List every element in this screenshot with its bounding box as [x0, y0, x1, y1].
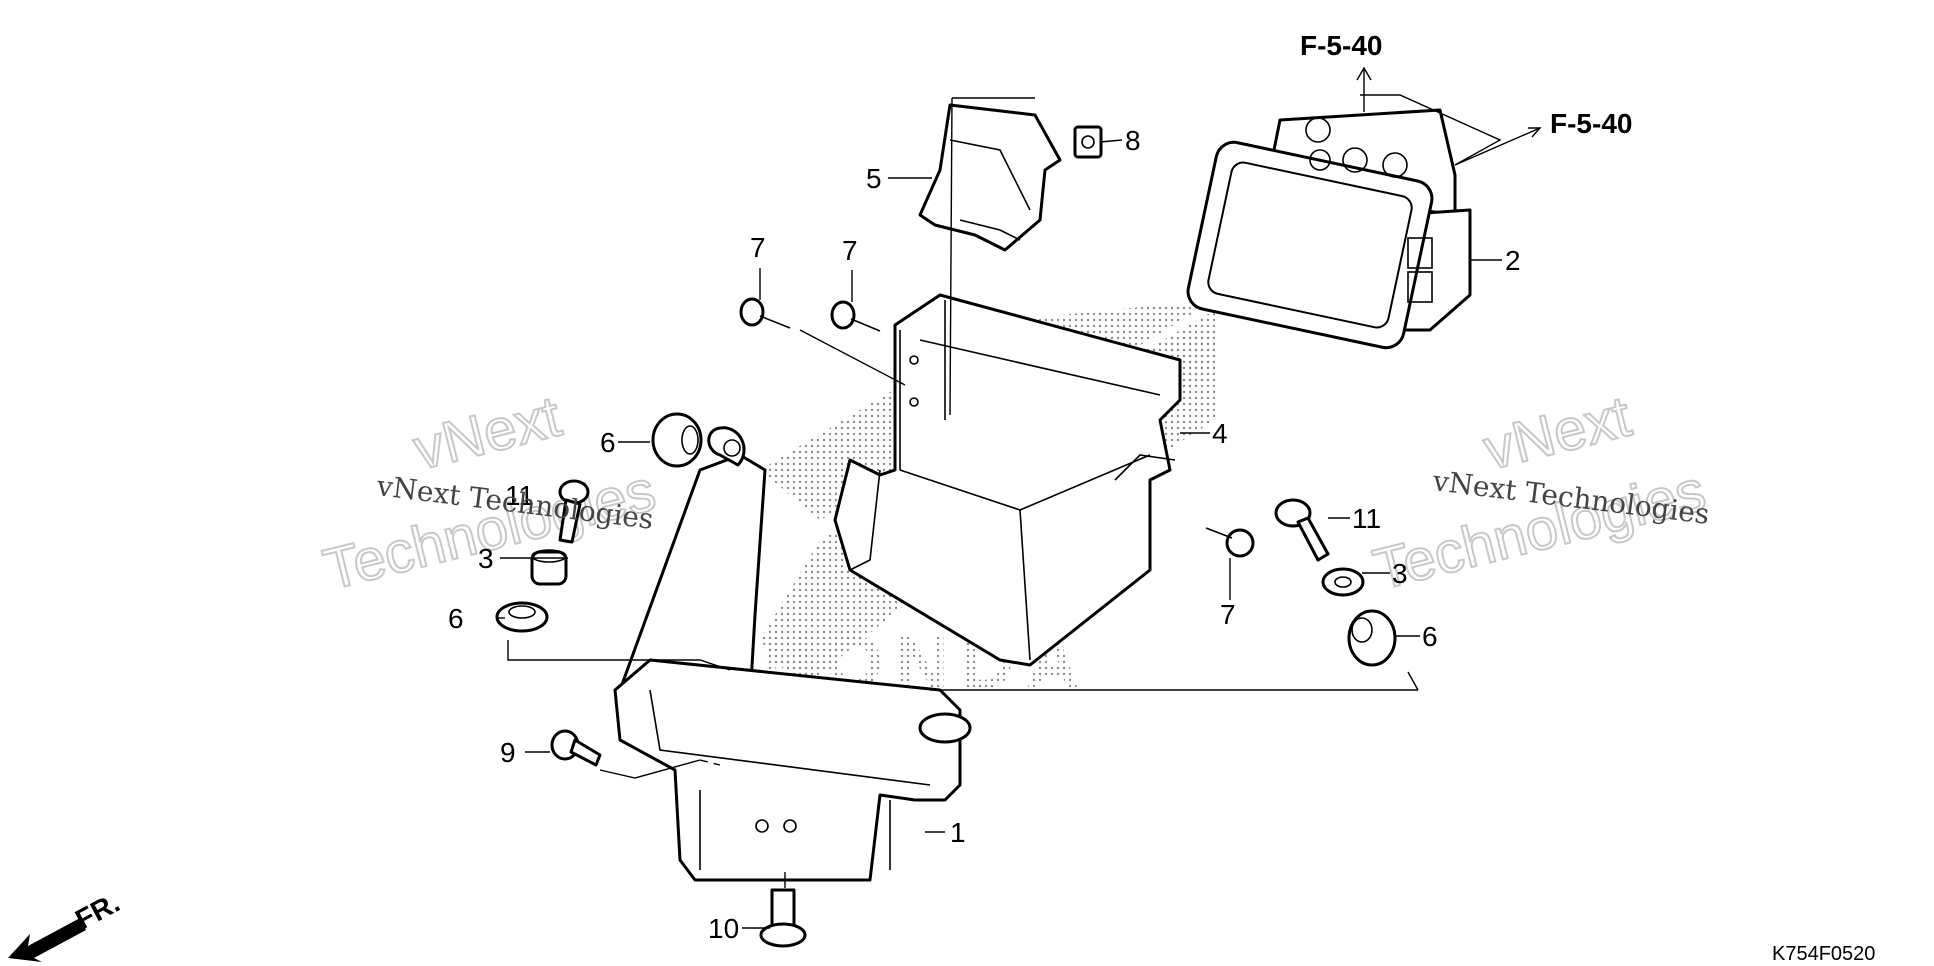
ref-label-top: F-5-40 [1300, 30, 1382, 61]
svg-text:vNext: vNext [407, 384, 567, 483]
front-direction-arrow-icon [8, 918, 86, 962]
part-6-rubber-c [1347, 609, 1397, 667]
callout-6a: 6 [600, 427, 616, 458]
callout-6c: 6 [1422, 621, 1438, 652]
part-11-bolt-a [558, 479, 590, 544]
part-8-clip-nut [1073, 125, 1103, 159]
part-4-battery-box [833, 293, 1182, 667]
callout-6b: 6 [448, 603, 464, 634]
callout-9: 9 [500, 737, 516, 768]
callout-5: 5 [866, 163, 882, 194]
part-3-collar-a [530, 549, 568, 586]
leader-lines [496, 66, 1542, 929]
part-7-screw-b [830, 300, 881, 332]
callout-4: 4 [1212, 418, 1228, 449]
part-1-stay [613, 426, 972, 882]
part-3-collar-b [1321, 567, 1365, 597]
part-6-rubber-a [651, 412, 703, 468]
callout-1: 1 [950, 817, 966, 848]
callout-8: 8 [1125, 125, 1141, 156]
ref-label-right: F-5-40 [1550, 108, 1632, 139]
callout-10: 10 [708, 913, 739, 944]
part-5-cover [918, 103, 1062, 252]
callout-7c: 7 [1220, 599, 1236, 630]
part-6-rubber-b [495, 601, 549, 633]
part-11-bolt-b [1274, 498, 1330, 562]
part-9-bolt [550, 729, 602, 767]
figure-code: K754F0520 [1772, 943, 1875, 965]
callout-11a: 11 [505, 480, 534, 511]
part-2-abs-modulator [1186, 108, 1472, 350]
callout-7b: 7 [842, 235, 858, 266]
callout-11b: 11 [1352, 503, 1381, 534]
callout-3b: 3 [1392, 558, 1408, 589]
part-7-screw-a [739, 297, 791, 329]
part-10-bolt [759, 888, 807, 948]
callout-2: 2 [1505, 245, 1521, 276]
svg-text:vNext: vNext [1477, 384, 1637, 483]
part-7-screw-c [1205, 527, 1255, 558]
callout-3a: 3 [478, 543, 494, 574]
callout-7a: 7 [750, 232, 766, 263]
